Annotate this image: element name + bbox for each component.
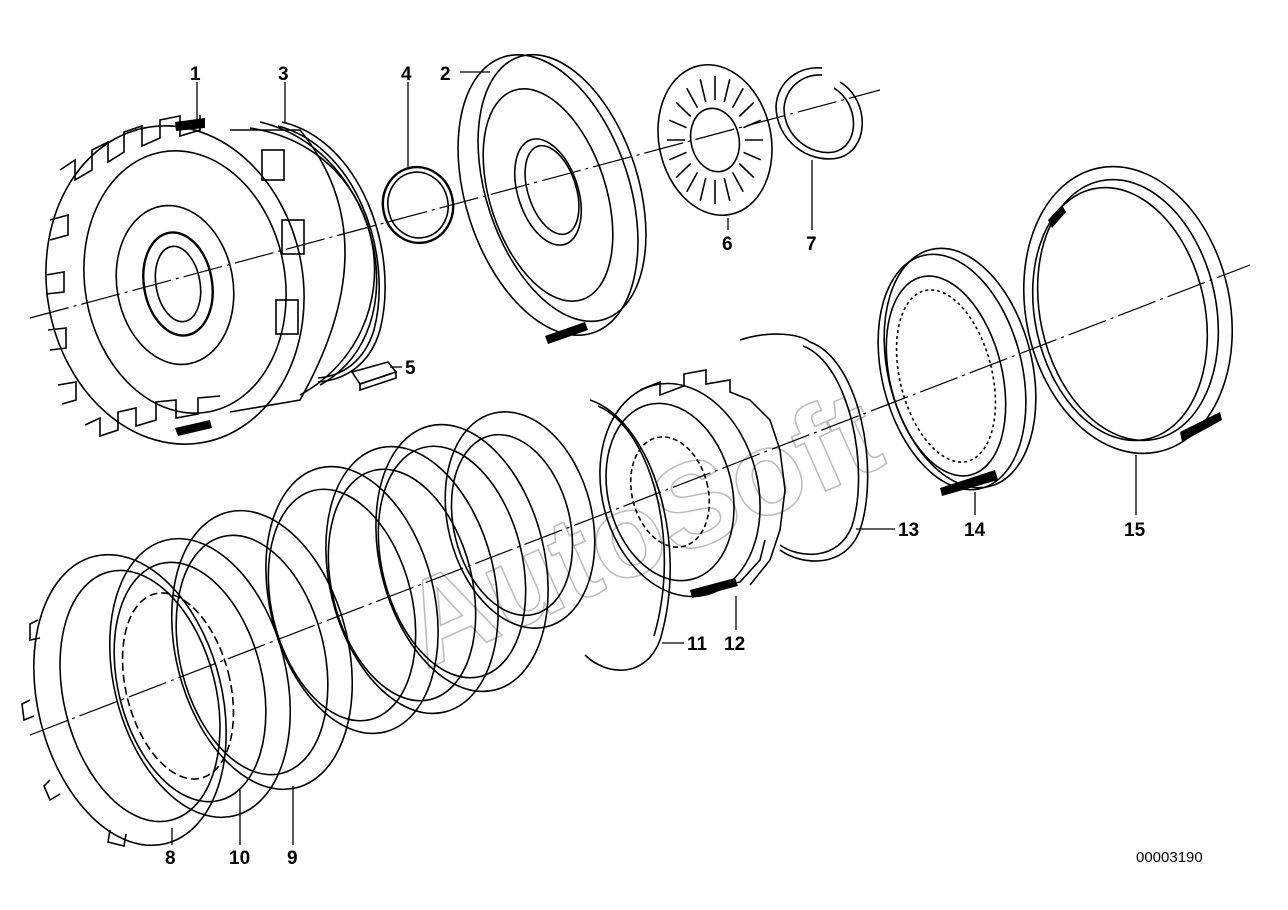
part-2-piston[interactable]	[425, 32, 677, 358]
spring-finger	[743, 119, 762, 129]
callout-1: 1	[190, 64, 201, 85]
callout-14: 14	[964, 520, 986, 541]
watermark: AutoSoft	[382, 365, 899, 693]
spring-finger	[738, 101, 755, 118]
leader-lines	[171, 71, 1137, 845]
spring-finger	[699, 177, 707, 202]
callout-6: 6	[722, 234, 733, 255]
spring-finger	[675, 162, 692, 179]
document-number: 00003190	[1136, 849, 1203, 866]
callout-2: 2	[440, 64, 451, 85]
callout-13: 13	[898, 520, 919, 541]
spring-finger	[686, 87, 699, 108]
callout-4: 4	[401, 64, 412, 85]
spring-finger	[723, 177, 731, 202]
callout-9: 9	[287, 848, 298, 869]
clutch-plate-stack[interactable]	[240, 396, 617, 752]
spring-finger	[668, 119, 687, 129]
part-15-carrier-ring[interactable]	[998, 147, 1258, 473]
callout-3: 3	[278, 64, 289, 85]
part-12-clutch-hub[interactable]	[578, 366, 786, 613]
part-7-snap-ring[interactable]	[775, 67, 863, 160]
callout-5: 5	[405, 358, 416, 379]
part-6-spring-plate[interactable]	[644, 54, 785, 226]
part-14-ring-gear[interactable]	[855, 232, 1059, 505]
part-4-o-ring[interactable]	[376, 161, 460, 250]
upper-center-axis	[29, 89, 881, 319]
part-13-snap-ring[interactable]	[739, 333, 869, 562]
spring-finger	[738, 162, 755, 179]
part-1-clutch-drum[interactable]	[21, 105, 378, 465]
part-11-snap-ring[interactable]	[584, 399, 671, 671]
spring-finger	[743, 151, 762, 161]
callout-labels: 1 2 3 4 5 6 7 8 9 10 11 12 13 14 15	[165, 64, 1146, 869]
spring-finger	[668, 151, 687, 161]
part-5-key[interactable]	[350, 361, 398, 392]
spring-finger	[686, 172, 699, 193]
spring-finger	[731, 172, 744, 193]
part-10-friction-disc[interactable]	[82, 519, 318, 836]
callout-15: 15	[1124, 520, 1146, 541]
part-3-snap-ring[interactable]	[277, 121, 386, 383]
callout-8: 8	[165, 848, 176, 869]
part-8-end-plate[interactable]	[5, 534, 255, 866]
spring-finger	[675, 101, 692, 118]
callout-10: 10	[229, 848, 250, 869]
spring-finger	[723, 78, 731, 103]
part-9-steel-plate[interactable]	[144, 491, 380, 808]
lower-center-axis	[29, 264, 1251, 736]
spring-finger	[699, 78, 707, 103]
spring-finger	[731, 87, 744, 108]
callout-12: 12	[724, 634, 745, 655]
callout-11: 11	[687, 634, 708, 655]
callout-7: 7	[806, 234, 817, 255]
